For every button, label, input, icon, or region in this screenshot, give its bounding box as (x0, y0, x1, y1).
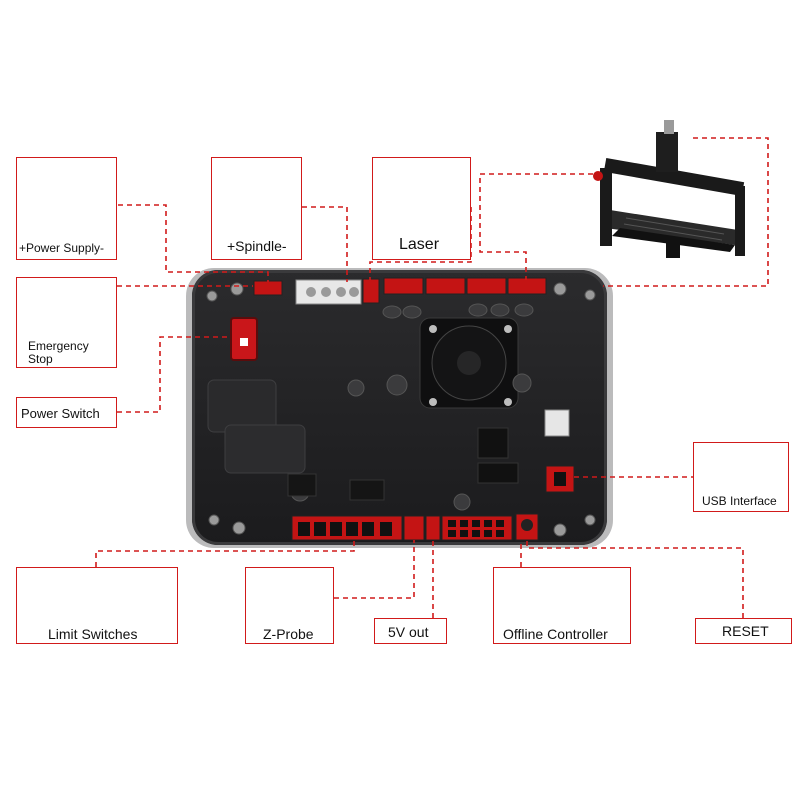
limit-switches-label: Limit Switches (48, 626, 138, 642)
mount-screw-top-left (230, 282, 244, 296)
leader-lines (95, 137, 769, 618)
five-v-out-callout (374, 618, 447, 644)
emergency-stop-label-line1: Emergency (28, 339, 89, 353)
reset-callout (695, 618, 792, 644)
usb-interface-label: USB Interface (702, 494, 777, 508)
fan-screw-3 (429, 398, 437, 406)
connector-motor-2 (425, 277, 466, 295)
capacitor-4 (490, 303, 510, 317)
reset-button-cap (521, 519, 533, 531)
z-probe-callout (245, 567, 334, 644)
leader-reset (526, 540, 744, 618)
corner-screw-tl (206, 290, 218, 302)
capacitor-2 (402, 305, 422, 319)
capacitor-9 (453, 493, 471, 511)
capacitor-3 (468, 303, 488, 317)
fan-screw-2 (504, 325, 512, 333)
mount-screw-top-right (553, 282, 567, 296)
chip-1 (477, 427, 509, 459)
connector-z-probe (403, 515, 425, 541)
spindle-callout (211, 157, 302, 260)
connector-usb-port (554, 472, 566, 486)
capacitor-5 (514, 303, 534, 317)
connector-estop (362, 278, 380, 304)
leader-spindle (302, 206, 348, 282)
emergency-stop-label-line2: Stop (28, 352, 53, 366)
big-capacitor-1 (207, 379, 277, 433)
power-supply-callout (16, 157, 117, 260)
connector-motor-3 (466, 277, 507, 295)
spindle-label: +Spindle- (227, 238, 287, 254)
big-capacitor-2 (224, 424, 306, 474)
corner-screw-bl (208, 514, 220, 526)
connector-power-in (253, 280, 283, 296)
mount-screw-bottom-right (553, 523, 567, 537)
cnc-machine-image (593, 120, 745, 258)
chip-3 (287, 473, 317, 497)
corner-screw-tr (584, 289, 596, 301)
usb-interface-callout (693, 442, 789, 512)
capacitor-6 (386, 374, 408, 396)
offline-controller-label: Offline Controller (503, 626, 608, 642)
leader-z-probe (334, 540, 415, 599)
leader-laser (369, 207, 472, 280)
leader-power-supply (118, 204, 269, 282)
laser-callout (372, 157, 471, 260)
connector-laser (507, 277, 547, 295)
leader-limit-switches (95, 540, 355, 567)
leader-cnc-machine-right (603, 137, 769, 287)
mount-screw-bottom-left (232, 521, 246, 535)
five-v-out-label: 5V out (388, 624, 429, 640)
offline-controller-callout (493, 567, 631, 644)
power-switch-mark (240, 338, 248, 346)
chip-5 (544, 409, 570, 437)
power-supply-label: +Power Supply- (19, 241, 105, 255)
emergency-stop-callout (16, 277, 117, 368)
reset-label: RESET (722, 623, 769, 639)
z-probe-label: Z-Probe (263, 626, 314, 642)
chip-4 (349, 479, 385, 501)
laser-label: Laser (399, 236, 440, 253)
connector-5v-out (425, 515, 441, 541)
capacitor-8 (347, 379, 365, 397)
corner-screw-br (584, 514, 596, 526)
fan-screw-4 (504, 398, 512, 406)
leader-power-switch (117, 336, 231, 413)
capacitor-1 (382, 305, 402, 319)
leader-cnc-machine (479, 173, 593, 280)
cooling-fan-hub (457, 351, 481, 375)
power-switch-callout (16, 397, 117, 428)
power-switch-label: Power Switch (21, 406, 100, 421)
connector-motor-1 (383, 277, 424, 295)
board-details (206, 277, 596, 541)
fan-screw-1 (429, 325, 437, 333)
limit-switches-callout (16, 567, 178, 644)
chip-2 (477, 462, 519, 484)
capacitor-7 (512, 373, 532, 393)
